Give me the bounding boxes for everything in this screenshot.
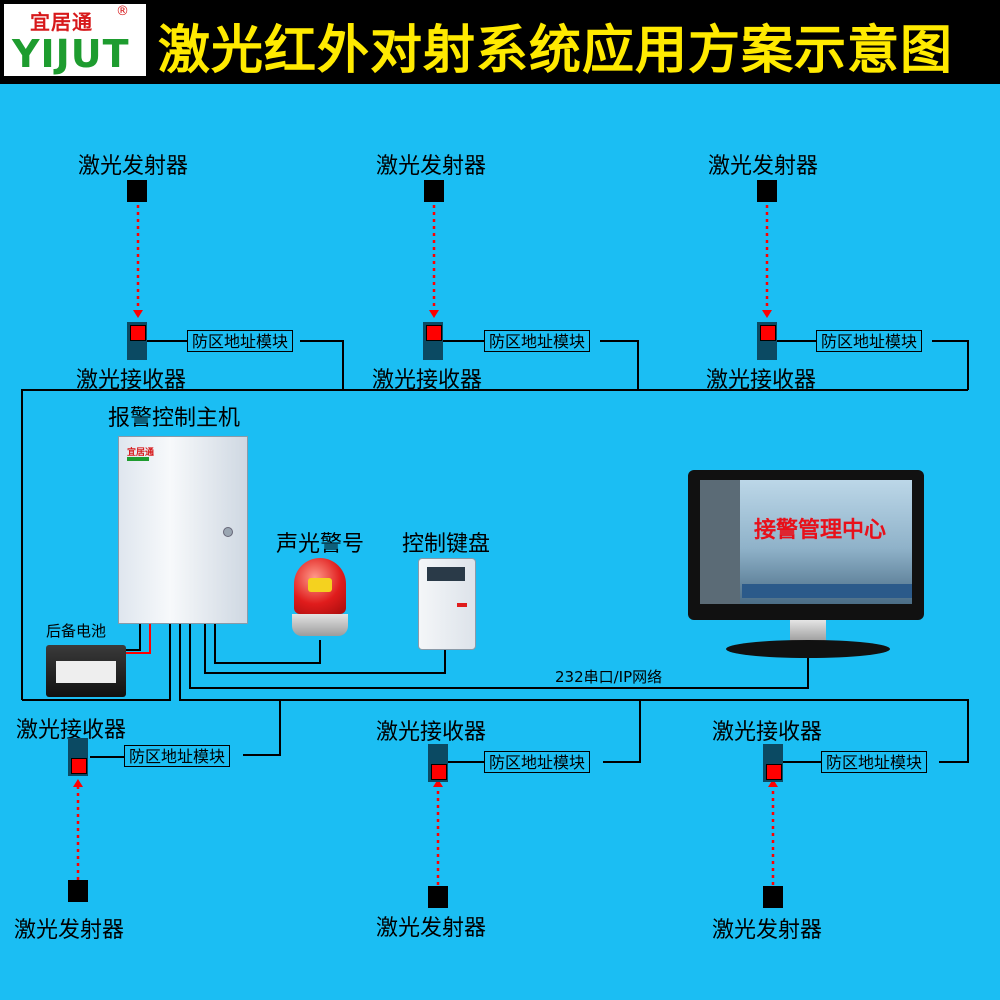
receiver-indicator bbox=[766, 764, 782, 780]
monitor-icon: 接警管理中心 bbox=[688, 470, 924, 620]
receiver-indicator bbox=[426, 325, 442, 341]
receiver-indicator bbox=[71, 758, 87, 774]
laser-receiver-bottom-1 bbox=[68, 738, 88, 776]
bottom-bus-wires bbox=[22, 622, 969, 763]
receiver-indicator bbox=[130, 325, 146, 341]
receiver-label-top-1: 激光接收器 bbox=[76, 368, 187, 393]
battery-red-wire bbox=[125, 622, 151, 654]
logo-registered-mark: ® bbox=[116, 4, 129, 19]
emitter-label-top-3: 激光发射器 bbox=[708, 154, 819, 179]
emitter-label-bottom-3: 激光发射器 bbox=[712, 918, 823, 943]
logo-chinese-text: 宜居通 bbox=[30, 10, 93, 34]
controller-label: 报警控制主机 bbox=[108, 406, 241, 431]
emitter-label-top-2: 激光发射器 bbox=[376, 154, 487, 179]
siren-icon bbox=[292, 558, 348, 640]
laser-emitter-top-3 bbox=[757, 180, 777, 202]
laser-receiver-bottom-3 bbox=[763, 744, 783, 782]
emitter-label-bottom-1: 激光发射器 bbox=[14, 918, 125, 943]
page-title: 激光红外对射系统应用方案示意图 bbox=[158, 21, 954, 81]
receiver-indicator bbox=[760, 325, 776, 341]
zone-module-bottom-2: 防区地址模块 bbox=[484, 751, 591, 773]
siren-label: 声光警号 bbox=[276, 532, 365, 557]
network-label: 232串口/IP网络 bbox=[555, 668, 663, 686]
emitter-label-top-1: 激光发射器 bbox=[78, 154, 189, 179]
laser-receiver-top-3 bbox=[757, 322, 777, 360]
laser-emitter-bottom-3 bbox=[763, 886, 783, 908]
management-center-label: 接警管理中心 bbox=[754, 518, 887, 543]
beam-arrowheads bbox=[73, 310, 778, 787]
receiver-label-top-3: 激光接收器 bbox=[706, 368, 817, 393]
zone-module-bottom-3: 防区地址模块 bbox=[821, 751, 928, 773]
monitor-base bbox=[726, 640, 890, 658]
keypad-label: 控制键盘 bbox=[402, 532, 491, 557]
laser-receiver-top-1 bbox=[127, 322, 147, 360]
logo-english-text: YIJUT bbox=[12, 32, 130, 76]
monitor-neck bbox=[790, 620, 826, 642]
laser-emitter-top-2 bbox=[424, 180, 444, 202]
top-bus-wires bbox=[21, 340, 969, 700]
laser-emitter-bottom-1 bbox=[68, 880, 88, 902]
receiver-label-top-2: 激光接收器 bbox=[372, 368, 483, 393]
laser-emitter-bottom-2 bbox=[428, 886, 448, 908]
laser-beams bbox=[76, 205, 775, 885]
emitter-label-bottom-2: 激光发射器 bbox=[376, 916, 487, 941]
panel-lock-icon bbox=[223, 527, 233, 537]
zone-module-top-2: 防区地址模块 bbox=[484, 330, 591, 352]
alarm-control-panel: 宜居通 bbox=[118, 436, 248, 624]
laser-receiver-bottom-2 bbox=[428, 744, 448, 782]
zone-module-top-1: 防区地址模块 bbox=[187, 330, 294, 352]
receiver-indicator bbox=[431, 764, 447, 780]
receiver-label-bottom-2: 激光接收器 bbox=[376, 720, 487, 745]
laser-receiver-top-2 bbox=[423, 322, 443, 360]
laser-emitter-top-1 bbox=[127, 180, 147, 202]
panel-logo-stripe bbox=[127, 457, 149, 461]
zone-module-bottom-1: 防区地址模块 bbox=[124, 745, 231, 767]
backup-battery-icon bbox=[46, 645, 126, 697]
control-keypad-icon bbox=[418, 558, 476, 650]
battery-label: 后备电池 bbox=[46, 622, 107, 640]
header-bar: 宜居通 ® YIJUT 激光红外对射系统应用方案示意图 bbox=[0, 0, 1000, 84]
logo: 宜居通 ® YIJUT bbox=[4, 4, 146, 76]
receiver-label-bottom-3: 激光接收器 bbox=[712, 720, 823, 745]
monitor-screen bbox=[700, 480, 912, 604]
zone-module-top-3: 防区地址模块 bbox=[816, 330, 923, 352]
panel-brand: 宜居通 bbox=[127, 448, 155, 458]
